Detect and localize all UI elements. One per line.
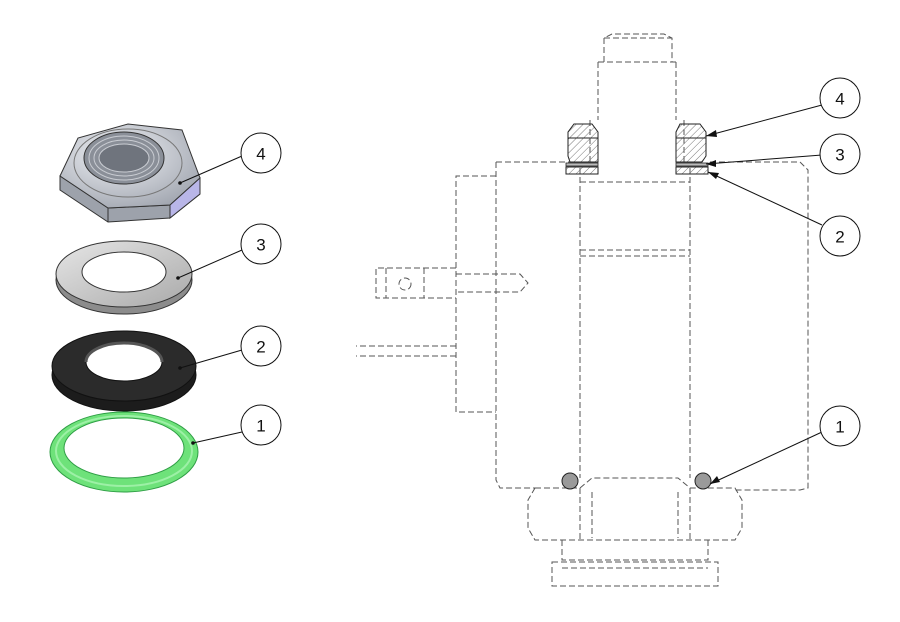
leader-left-2	[179, 349, 243, 369]
leader-left-1	[192, 431, 243, 444]
callout-left-3-label: 3	[256, 236, 265, 255]
callout-left-2-label: 2	[256, 338, 265, 357]
nut-section-left	[567, 123, 599, 163]
washer-gasket-section-right	[675, 162, 709, 175]
callout-right-3: 3	[819, 133, 861, 175]
o-ring-section-left	[561, 472, 579, 490]
callout-left-4-label: 4	[256, 145, 265, 164]
black-gasket	[51, 330, 197, 412]
exploded-view: 4 3 2 1	[49, 123, 282, 493]
hex-nut	[59, 123, 201, 223]
leader-left-3	[177, 249, 243, 279]
washer-gasket-section-left	[565, 162, 599, 175]
callout-left-2: 2	[240, 325, 282, 367]
callout-left-1-label: 1	[256, 417, 265, 436]
callout-right-1-label: 1	[835, 418, 844, 437]
callout-right-3-label: 3	[835, 146, 844, 165]
callout-right-2-label: 2	[835, 228, 844, 247]
callout-right-4-label: 4	[835, 90, 844, 109]
flat-washer	[55, 240, 193, 315]
section-view: 4 3 2 1	[356, 33, 861, 587]
o-ring-section-right	[694, 472, 712, 490]
callout-right-4: 4	[819, 77, 861, 119]
callout-left-4: 4	[240, 132, 282, 174]
callout-right-1: 1	[819, 405, 861, 447]
callout-right-2: 2	[819, 215, 861, 257]
leader-left-4	[179, 155, 243, 184]
nut-section-right	[675, 123, 707, 163]
callout-left-3: 3	[240, 223, 282, 265]
green-o-ring	[49, 411, 199, 493]
callout-left-1: 1	[240, 404, 282, 446]
